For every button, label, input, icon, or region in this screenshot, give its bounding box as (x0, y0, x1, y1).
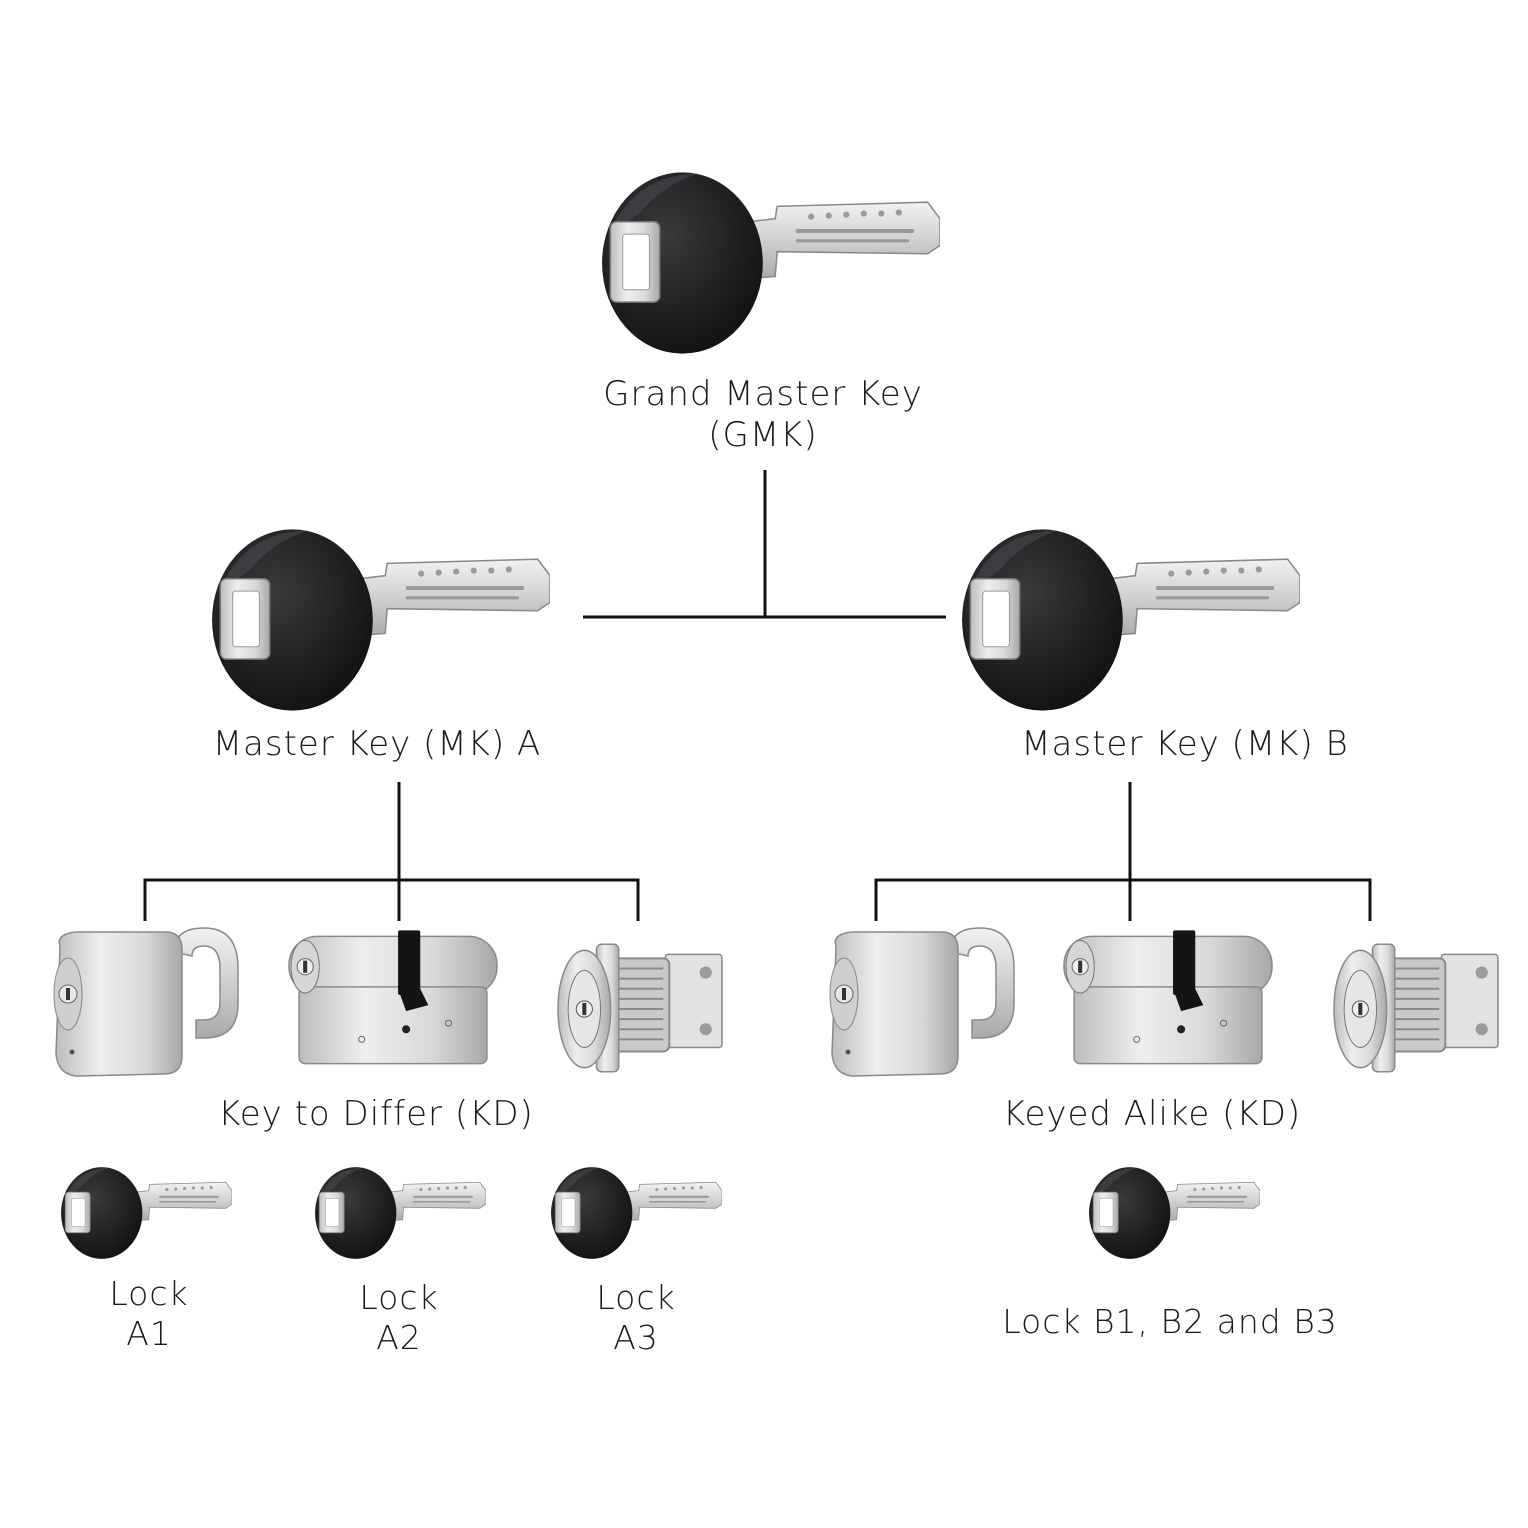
group-b-camlock-icon (1333, 943, 1499, 1073)
lock-a1-key-icon (60, 1166, 232, 1260)
lock-a2-line1: Lock (359, 1278, 439, 1317)
mk-b-label: Master Key (MK) B (1021, 724, 1349, 764)
gmk-key-icon (601, 171, 940, 355)
lock-a3-line2: A3 (613, 1317, 659, 1357)
gmk-label-line1: Grand Master Key (603, 374, 923, 414)
gmk-label-line2: (GMK) (708, 414, 818, 455)
group-a-label: Key to Differ (KD) (218, 1094, 534, 1134)
group-a-branch-line (143, 878, 640, 921)
group-a-padlock-icon (53, 927, 239, 1077)
group-a-cylinder-icon (288, 929, 498, 1065)
mk-a-key-icon (211, 528, 550, 712)
group-b-padlock-icon (829, 927, 1015, 1077)
lock-b-label: Lock B1, B2 and B3 (1002, 1302, 1338, 1341)
lock-a3-label: Lock A3 (556, 1278, 716, 1357)
mk-a-label: Master Key (MK) A (212, 724, 542, 764)
lock-a1-line1: Lock (109, 1274, 189, 1313)
group-b-label: Keyed Alike (KD) (1002, 1094, 1302, 1134)
lock-a3-key-icon (550, 1166, 722, 1260)
mk-b-key-icon (961, 528, 1300, 712)
lock-a1-line2: A1 (126, 1313, 172, 1353)
group-b-branch-line (874, 878, 1372, 921)
lock-a3-line1: Lock (596, 1278, 676, 1317)
lock-a2-label: Lock A2 (319, 1278, 479, 1357)
gmk-label: Grand Master Key (GMK) (563, 374, 963, 456)
lock-a1-label: Lock A1 (69, 1274, 229, 1353)
lock-a2-line2: A2 (376, 1317, 422, 1357)
group-a-camlock-icon (557, 943, 723, 1073)
group-b-cylinder-icon (1063, 929, 1273, 1065)
lock-a2-key-icon (314, 1166, 486, 1260)
lock-b-key-icon (1088, 1166, 1260, 1260)
